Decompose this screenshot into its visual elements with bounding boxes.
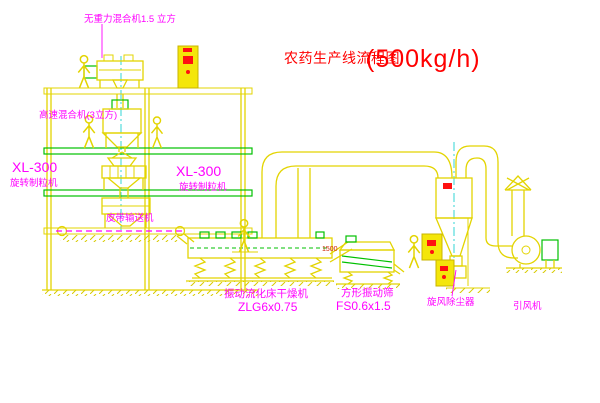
label-granulator-mid-name: 旋转制粒机	[179, 181, 227, 193]
rotary-granulator	[101, 151, 147, 190]
control-cabinet-right-upper	[421, 233, 443, 261]
belt-conveyor	[56, 225, 195, 245]
high-speed-mixer	[101, 99, 143, 152]
label-induced-draft-fan: 引风机	[513, 300, 542, 312]
person-figure	[237, 218, 251, 253]
induced-draft-fan	[504, 175, 562, 273]
person-figure	[150, 116, 164, 149]
fan-suction-duct	[455, 145, 518, 259]
control-cabinet-right-lower	[435, 259, 455, 287]
person-figure	[407, 234, 421, 269]
label-gravity-mixer: 无重力混合机1.5 立方	[84, 13, 176, 25]
label-cyclone: 旋风除尘器	[427, 296, 475, 308]
cyclone-access-mark	[443, 183, 452, 189]
building-structure	[42, 87, 258, 296]
label-fluid-bed-dryer-model: ZLG6x0.75	[238, 300, 298, 314]
label-granulator-left-model: XL-300	[12, 159, 57, 175]
label-fluid-bed-dryer: 振动流化床干燥机	[224, 287, 308, 300]
label-granulator-mid-model: XL-300	[176, 163, 221, 179]
control-cabinet-top	[177, 45, 199, 89]
zero-gravity-mixer	[83, 54, 144, 108]
leader-lines	[101, 24, 457, 297]
discharge-hopper	[101, 188, 151, 228]
diagram-title-capacity: (500kg/h)	[366, 45, 481, 73]
label-high-speed-mixer: 高速混合机(3立方)	[39, 109, 117, 121]
fluid-bed-dryer	[186, 231, 334, 286]
label-vibrating-screen: 方形振动筛	[341, 286, 394, 299]
stack-rain-cap	[504, 175, 532, 191]
exhaust-duct	[261, 151, 453, 238]
dimension-1500: 1500	[322, 246, 338, 253]
square-vibrating-screen	[329, 235, 405, 289]
label-belt-conveyor: 皮带输送机	[106, 212, 154, 224]
diagram-title: 农药生产线流程图	[284, 50, 400, 66]
centerlines	[120, 56, 455, 282]
person-figure	[77, 54, 91, 89]
label-vibrating-screen-model: FS0.6x1.5	[336, 299, 391, 313]
label-granulator-left-name: 旋转制粒机	[10, 177, 58, 189]
